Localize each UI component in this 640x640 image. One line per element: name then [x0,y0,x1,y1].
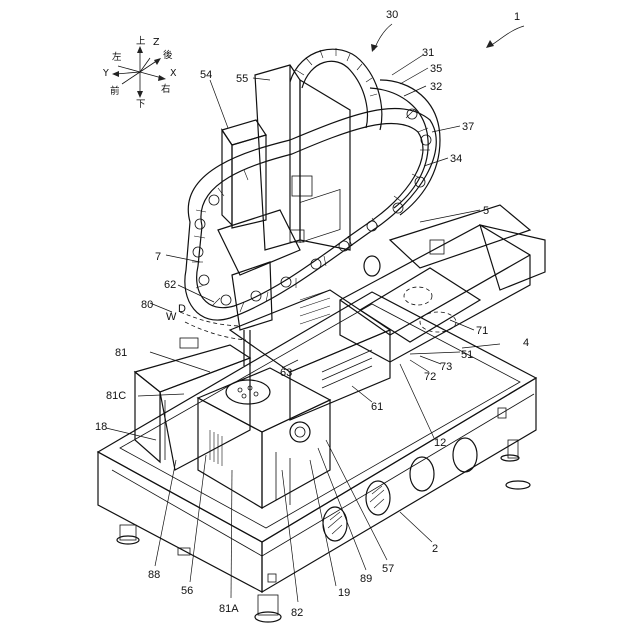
label-88: 88 [148,569,160,581]
label-1: 1 [514,11,520,23]
label-30: 30 [386,9,398,21]
label-34: 34 [450,153,462,165]
label-54: 54 [200,69,212,81]
label-2: 2 [432,543,438,555]
compass-y-label: Y [102,68,109,79]
label-7: 7 [155,251,161,263]
label-89: 89 [360,573,372,585]
label-4: 4 [523,337,529,349]
label-18: 18 [95,421,107,433]
label-73: 73 [440,361,452,373]
label-32: 32 [430,81,442,93]
label-61: 61 [371,401,383,413]
label-51: 51 [461,349,473,361]
label-56: 56 [181,585,193,597]
label-55: 55 [236,73,248,85]
front-cover [198,368,330,508]
label-31: 31 [422,47,434,59]
label-82: 82 [291,607,303,619]
label-35: 35 [430,63,442,75]
left-housing [135,338,250,470]
label-71: 71 [476,325,488,337]
label-5: 5 [483,205,489,217]
compass-down-label: 下 [136,99,146,110]
compass-z-label: Z [153,37,160,48]
compass-right-label: 右 [161,83,171,95]
label-19: 19 [338,587,350,599]
label-62: 62 [164,279,176,291]
spindle-head [218,65,350,366]
compass-back-label: 後 [163,49,173,61]
label-81: 81 [115,347,127,359]
label-W: W [166,311,177,323]
compass-up-label: 上 [136,36,146,47]
label-37: 37 [462,121,474,133]
label-80: 80 [141,299,153,311]
label-81A: 81A [219,603,239,615]
label-72: 72 [424,371,436,383]
tool-magazine [185,48,440,320]
compass-left-label: 左 [112,51,122,63]
label-57: 57 [382,563,394,575]
label-63: 63 [280,367,292,379]
label-D: D [178,303,186,315]
compass-front-label: 前 [110,85,120,97]
compass-x-label: X [170,68,177,79]
label-12: 12 [434,437,446,449]
label-81C: 81C [106,390,126,402]
machine-base [98,292,536,622]
